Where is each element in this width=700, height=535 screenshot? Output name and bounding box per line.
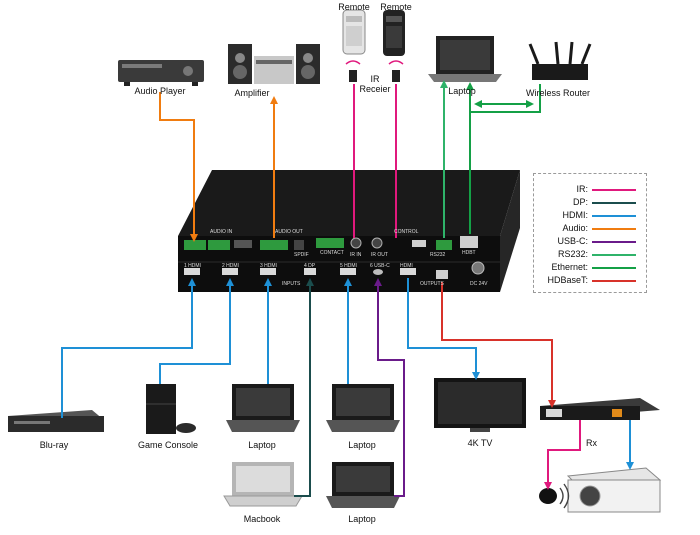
- legend-swatch: [592, 267, 636, 269]
- audio-cable-player: [159, 92, 198, 242]
- laptop-top-label: Laptop: [448, 86, 476, 96]
- legend-row-audio: Audio:: [534, 223, 646, 235]
- legend-label: DP:: [572, 197, 588, 207]
- legend-swatch: [592, 215, 636, 217]
- hdbaset-cable: [441, 282, 556, 408]
- bluray-label: Blu-ray: [39, 440, 69, 450]
- port-hdmi-out-label: HDMI: [400, 263, 413, 269]
- tv-label: 4K TV: [467, 438, 493, 448]
- legend-swatch: [592, 202, 636, 204]
- control-label: CONTROL: [394, 229, 419, 235]
- audio-player-label: Audio Player: [134, 86, 186, 96]
- legend-swatch: [592, 280, 636, 282]
- port-usbc-label: 6 USB-C: [370, 263, 390, 269]
- projector-icon: [566, 467, 662, 513]
- usbc-cable-laptop: [374, 278, 405, 497]
- legend-row-usbc: USB-C:: [534, 236, 646, 248]
- legend-label: Audio:: [562, 223, 588, 233]
- dc-label: DC 24V: [470, 281, 488, 287]
- audio-in-label: AUDIO IN: [210, 229, 233, 235]
- macbook-icon: [223, 462, 303, 507]
- port-dp-label: 4 DP: [304, 263, 316, 269]
- ir-eye-icon: [539, 483, 570, 509]
- laptop-3-label: Laptop: [348, 514, 376, 524]
- amplifier-label: Amplifier: [234, 88, 270, 98]
- legend-row-rs232: RS232:: [534, 249, 646, 261]
- laptop-1-label: Laptop: [248, 440, 276, 450]
- rx-label: Rx: [586, 438, 597, 448]
- port-hdmi3-label: 3 HDMI: [260, 263, 277, 269]
- legend-label: HDMI:: [562, 210, 589, 220]
- remote-2-label: Remote: [380, 2, 412, 12]
- inputs-label: INPUTS: [282, 281, 301, 287]
- audio-out-label: AUDIO OUT: [275, 229, 303, 235]
- ethernet-cable-router: [469, 84, 541, 113]
- legend-label: RS232:: [557, 249, 588, 259]
- wireless-router-icon: [528, 41, 592, 80]
- remote-1-label: Remote: [338, 2, 370, 12]
- game-console-label: Game Console: [137, 440, 199, 450]
- matrix-switcher: [178, 170, 520, 292]
- legend-swatch: [592, 228, 636, 230]
- bluray-icon: [8, 410, 104, 432]
- legend-row-ethernet: Ethernet:: [534, 262, 646, 274]
- remote-1-icon: [342, 9, 366, 55]
- hdmi-cable-game: [159, 278, 234, 384]
- laptop-1-icon: [226, 384, 300, 432]
- ir-in-label: IR IN: [350, 252, 362, 258]
- ir-emitter-icon: [345, 60, 404, 82]
- legend-swatch: [592, 241, 636, 243]
- ir-receiver-label: IR Receier: [359, 74, 391, 94]
- contact-label: CONTACT: [320, 250, 344, 256]
- legend-swatch: [592, 189, 636, 191]
- legend-label: USB-C:: [557, 236, 588, 246]
- port-hdmi4-label: 5 HDMI: [340, 263, 357, 269]
- outputs-label: OUTPUTS: [420, 281, 444, 287]
- macbook-label: Macbook: [243, 514, 281, 524]
- laptop-2-icon: [326, 384, 400, 432]
- legend-row-hdmi: HDMI:: [534, 210, 646, 222]
- dp-cable-macbook: [294, 278, 314, 497]
- port-hdmi1-label: 1 HDMI: [184, 263, 201, 269]
- spdif-label: SPDIF: [294, 252, 309, 258]
- remote-2-icon: [383, 10, 405, 56]
- amplifier-icon: [228, 44, 320, 84]
- tv-icon: [434, 378, 526, 432]
- cable-legend: IR: DP: HDMI: Audio: USB-C: RS232: Ether…: [533, 173, 647, 293]
- rs232-label: RS232: [430, 252, 446, 258]
- ir-cable-projector: [544, 420, 581, 490]
- legend-row-ir: IR:: [534, 184, 646, 196]
- legend-row-dp: DP:: [534, 197, 646, 209]
- game-console-icon: [146, 384, 196, 434]
- audio-player-icon: [118, 60, 204, 86]
- legend-label: IR:: [576, 184, 588, 194]
- legend-row-hdbaset: HDBaseT:: [534, 275, 646, 287]
- legend-label: HDBaseT:: [547, 275, 588, 285]
- hdmi-cable-bluray: [61, 278, 196, 418]
- legend-label: Ethernet:: [551, 262, 588, 272]
- hdmi-cable-tv: [407, 278, 480, 380]
- ir-out-label: IR OUT: [371, 252, 388, 258]
- laptop-2-label: Laptop: [348, 440, 376, 450]
- rx-receiver-icon: [540, 398, 660, 420]
- wireless-router-label: Wireless Router: [525, 88, 591, 98]
- hdbt-label: HDBT: [462, 250, 476, 256]
- laptop-3-icon: [326, 462, 400, 508]
- laptop-top-icon: [428, 36, 502, 82]
- port-hdmi2-label: 2 HDMI: [222, 263, 239, 269]
- legend-swatch: [592, 254, 636, 256]
